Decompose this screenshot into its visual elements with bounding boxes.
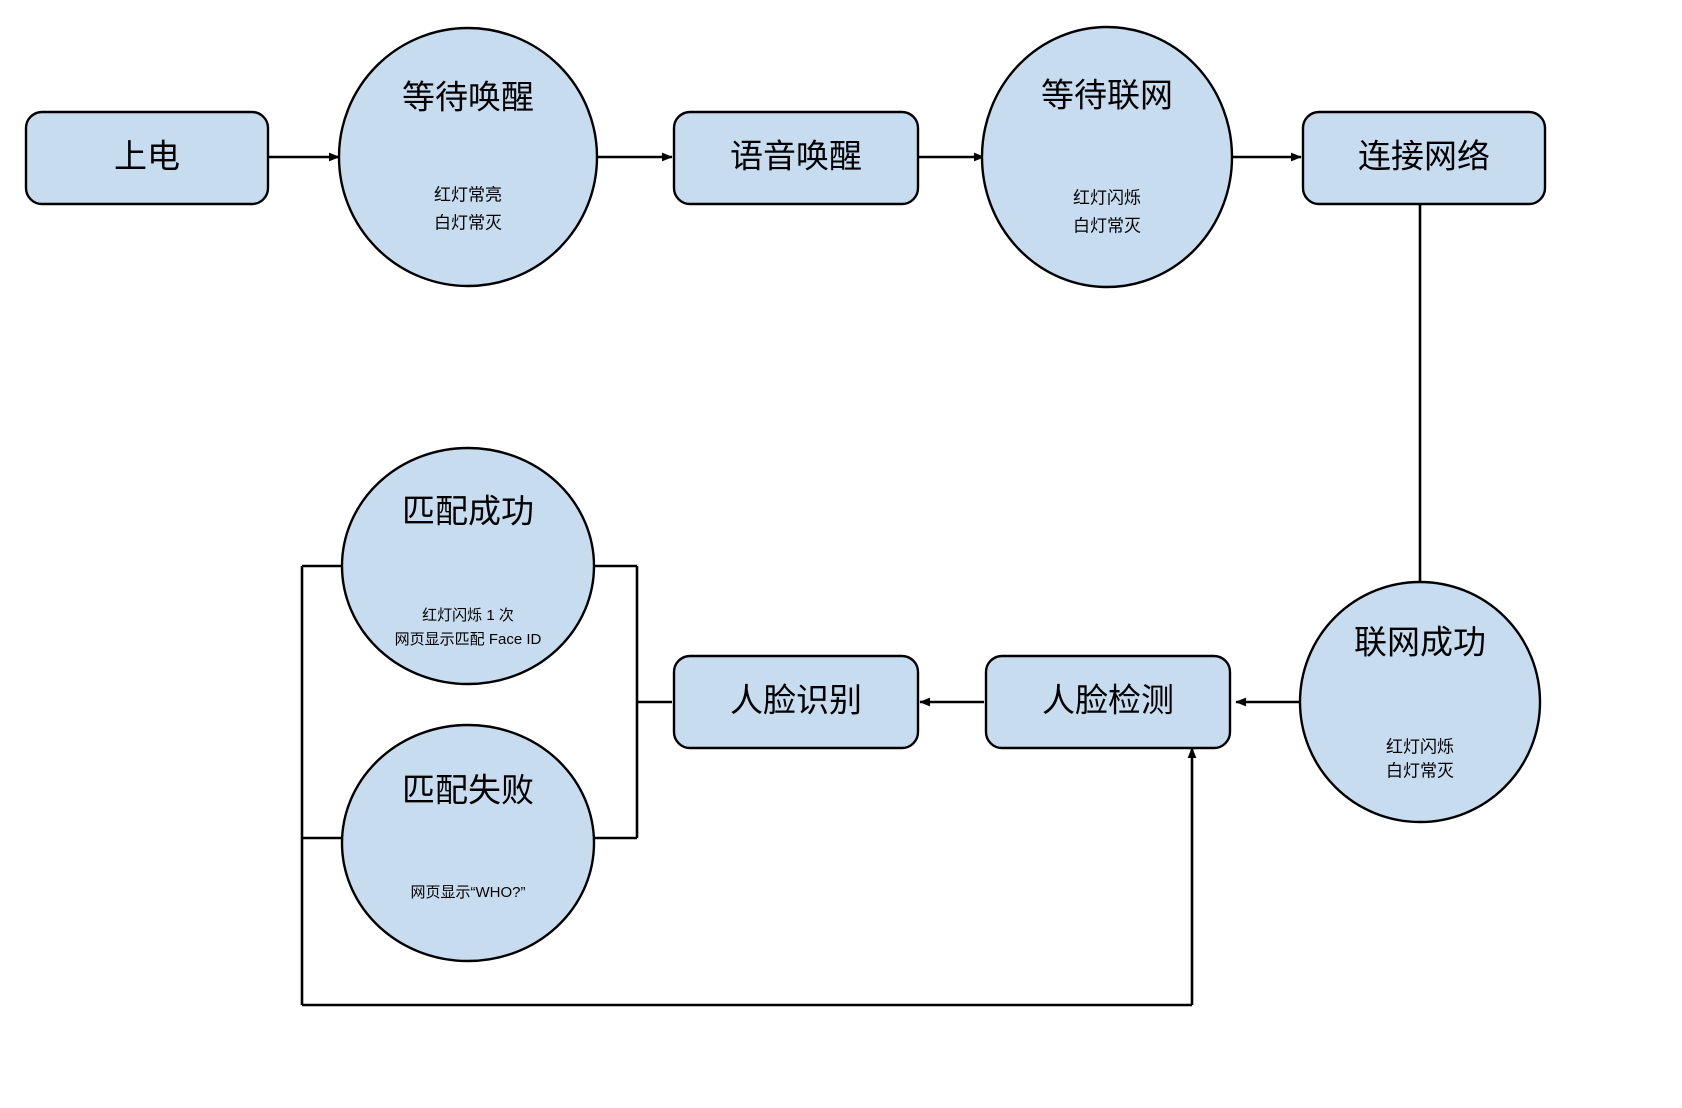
node-voice-wakeup-label: 语音唤醒 [730,138,862,175]
node-match-success-shape [340,446,596,686]
node-connect-network-shape [1301,110,1547,206]
node-power-on-shape [24,110,270,206]
node-face-recognition[interactable]: 人脸识别 [672,654,920,750]
node-wait-network-subline-1: 红灯闪烁 [1073,188,1141,207]
node-match-success-label: 匹配成功 [402,493,534,530]
node-wait-network[interactable]: 等待联网 红灯闪烁 白灯常灭 [980,25,1234,289]
node-wait-wakeup-label: 等待唤醒 [402,79,534,116]
node-voice-wakeup-shape [672,110,920,206]
node-match-failure-shape [340,723,596,963]
node-connect-network[interactable]: 连接网络 [1301,110,1547,206]
node-power-on[interactable]: 上电 [24,110,270,206]
node-power-on-label: 上电 [114,138,180,175]
node-wait-network-shape [980,25,1234,289]
node-network-success-shape [1298,580,1542,824]
node-match-success[interactable]: 匹配成功 红灯闪烁 1 次 网页显示匹配 Face ID [340,446,596,686]
node-wait-wakeup-subline-1: 红灯常亮 [434,185,502,204]
node-match-success-subline-1: 红灯闪烁 1 次 [422,607,514,624]
node-match-failure-label: 匹配失败 [402,772,534,809]
node-wait-network-subline-2: 白灯常灭 [1073,216,1141,235]
node-face-detection-shape [984,654,1232,750]
node-match-failure[interactable]: 匹配失败 网页显示“WHO?” [340,723,596,963]
node-face-recognition-label: 人脸识别 [730,682,862,719]
node-wait-wakeup-shape [337,26,599,288]
node-network-success[interactable]: 联网成功 红灯闪烁 白灯常灭 [1298,580,1542,824]
node-match-success-subline-2: 网页显示匹配 Face ID [395,631,542,648]
node-face-detection[interactable]: 人脸检测 [984,654,1232,750]
node-wait-wakeup-subline-2: 白灯常灭 [434,213,502,232]
node-network-success-label: 联网成功 [1354,624,1486,661]
node-network-success-subline-1: 红灯闪烁 [1386,737,1454,756]
node-connect-network-label: 连接网络 [1358,138,1490,175]
node-wait-network-label: 等待联网 [1041,77,1173,114]
node-network-success-subline-2: 白灯常灭 [1386,761,1454,780]
node-wait-wakeup[interactable]: 等待唤醒 红灯常亮 白灯常灭 [337,26,599,288]
node-voice-wakeup[interactable]: 语音唤醒 [672,110,920,206]
node-face-recognition-shape [672,654,920,750]
node-match-failure-subline-1: 网页显示“WHO?” [411,884,526,901]
node-face-detection-label: 人脸检测 [1042,682,1174,719]
